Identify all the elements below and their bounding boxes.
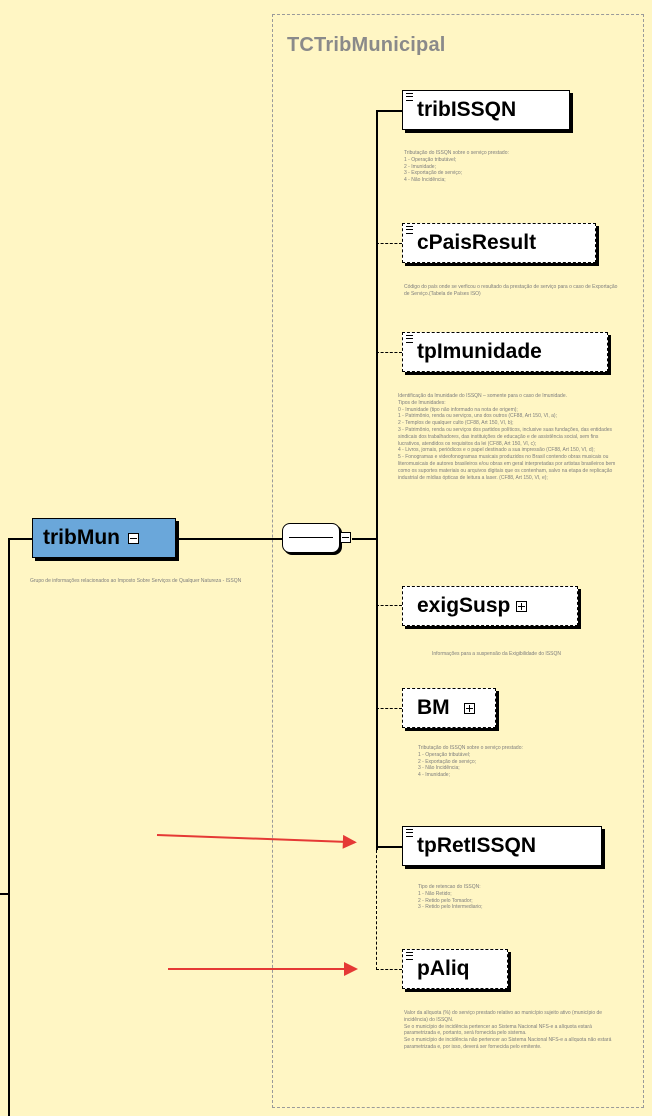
element-BM[interactable]: BM: [402, 688, 496, 728]
element-tpRetISSQN[interactable]: tpRetISSQN: [402, 826, 602, 866]
annotation-BM: Tributação do ISSQN sobre o serviço pres…: [418, 745, 523, 779]
collapse-icon[interactable]: [127, 532, 139, 544]
complex-type-title: TCTribMunicipal: [287, 34, 446, 56]
expand-icon[interactable]: [516, 600, 528, 612]
branch-tpImunidade: [376, 352, 402, 353]
sequence-bar: [289, 537, 333, 538]
root-element-tribMun[interactable]: tribMun: [32, 518, 176, 558]
sequence-compositor[interactable]: [282, 523, 340, 553]
annotation-tpImunidade: Identificação da Imunidade do ISSQN – so…: [398, 393, 616, 481]
sequence-to-spine-connector: [352, 538, 376, 540]
expand-icon[interactable]: [463, 702, 475, 714]
complex-type-group-box: [272, 14, 644, 1108]
element-label: BM: [417, 696, 450, 719]
element-tribISSQN[interactable]: tribISSQN: [402, 90, 570, 130]
branch-pAliq: [376, 969, 402, 970]
element-label: tpRetISSQN: [417, 834, 537, 857]
element-exigSusp[interactable]: exigSusp: [402, 586, 578, 626]
element-tpImunidade[interactable]: tpImunidade: [402, 332, 608, 372]
trunk-to-root-connector: [8, 538, 32, 540]
documentation-icon: [406, 93, 413, 101]
spine-dashed-tail: [376, 850, 377, 970]
documentation-icon: [406, 829, 413, 837]
element-label: exigSusp: [417, 594, 511, 617]
element-pAliq[interactable]: pAliq: [402, 949, 508, 989]
root-to-sequence-connector: [176, 538, 282, 540]
branch-tpRetISSQN: [376, 846, 402, 848]
annotation-exigSusp: Informações para a suspensão da Exigibil…: [432, 651, 561, 657]
annotation-cPaisResult: Código do país onde se verficou o result…: [404, 284, 618, 297]
element-label: tpImunidade: [417, 340, 542, 363]
element-cPaisResult[interactable]: cPaisResult: [402, 223, 596, 263]
root-annotation: Grupo de informações relacionados ao Imp…: [30, 578, 242, 584]
branch-cPaisResult: [376, 243, 402, 244]
element-label: pAliq: [417, 957, 470, 980]
branch-BM: [376, 708, 402, 709]
documentation-icon: [406, 335, 413, 343]
left-trunk-line: [8, 538, 10, 1116]
sequence-collapse-icon[interactable]: [340, 532, 351, 543]
documentation-icon: [406, 952, 413, 960]
left-stub-line: [0, 893, 9, 895]
branch-tribISSQN: [376, 110, 402, 112]
root-element-label: tribMun: [43, 526, 120, 549]
annotation-pAliq: Valor da alíquota (%) do serviço prestad…: [404, 1010, 612, 1050]
documentation-icon: [406, 226, 413, 234]
branch-exigSusp: [376, 605, 402, 606]
element-label: tribISSQN: [417, 98, 517, 121]
highlight-arrow-pAliq: [168, 962, 358, 976]
spine-line: [376, 110, 378, 850]
annotation-tribISSQN: Tributação do ISSQN sobre o serviço pres…: [404, 150, 509, 184]
annotation-tpRetISSQN: Tipo de retencao do ISSQN: 1 - Não Retid…: [418, 884, 483, 911]
element-label: cPaisResult: [417, 231, 537, 254]
